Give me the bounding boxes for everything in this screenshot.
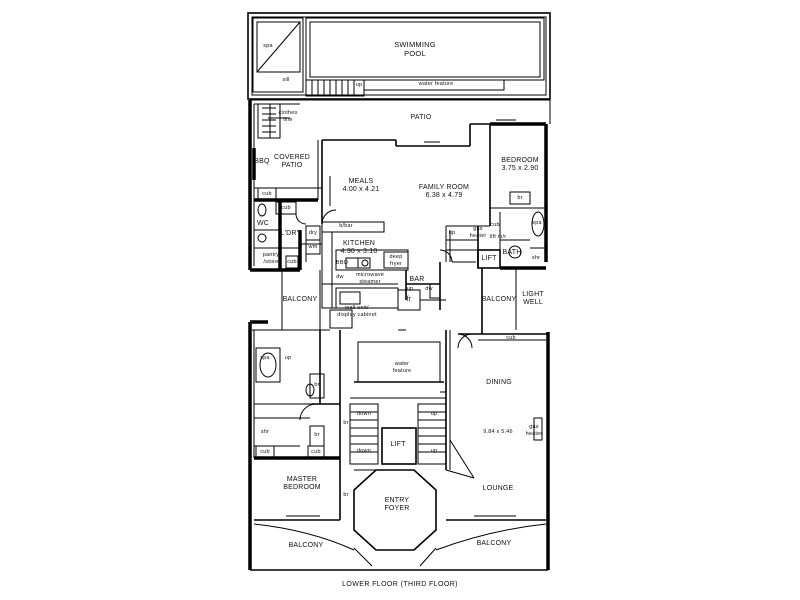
lift-top-label: LIFT bbox=[481, 255, 497, 262]
fr-label: fr bbox=[406, 296, 412, 303]
pool-steps-up-label: up bbox=[355, 82, 363, 88]
clothes-line-label: clothes line bbox=[278, 110, 298, 123]
bbq-patio-label: BBQ bbox=[254, 158, 270, 165]
cub-ensuite2-label: cub bbox=[311, 449, 321, 455]
spa-bath-label: spa bbox=[532, 220, 542, 226]
pool-steps bbox=[305, 79, 365, 97]
shr-ensuite-label: shr bbox=[260, 429, 270, 435]
water-feature-top-label: water feature bbox=[418, 81, 454, 87]
ldry-label: L'DRY bbox=[280, 230, 302, 237]
dw-kitchen-label: dw bbox=[336, 274, 344, 280]
cub-ensuite-label: cub bbox=[260, 449, 270, 455]
lift-mr-label: lift m/r bbox=[489, 234, 507, 240]
lounge-label: LOUNGE bbox=[482, 485, 514, 492]
bedroom-label: BEDROOM 3.75 x 2.90 bbox=[501, 157, 539, 172]
br-hall2-label: br bbox=[343, 492, 349, 498]
entry-foyer-label: ENTRY FOYER bbox=[384, 497, 410, 512]
plan-title: LOWER FLOOR (THIRD FLOOR) bbox=[342, 581, 458, 588]
wall-unit-label: wall unit/ display cabinet bbox=[337, 305, 377, 318]
dining-label: DINING bbox=[486, 379, 512, 386]
bbq-kitchen-label: BBQ bbox=[335, 260, 349, 266]
br-ensuite-label: br bbox=[314, 382, 320, 388]
up-ensuite-label: up bbox=[284, 355, 292, 361]
bar-label: BAR bbox=[409, 276, 425, 283]
dry-label: dry bbox=[308, 230, 318, 236]
water-feature-mid-label: water feature bbox=[392, 361, 412, 374]
kitchen-label: KITCHEN 4.30 x 3.10 bbox=[340, 240, 378, 255]
spa-label: spa bbox=[263, 43, 273, 49]
deep-fryer-label: deep fryer bbox=[389, 254, 403, 267]
cub-left-label: cub bbox=[262, 191, 272, 197]
shr-bath-label: shr bbox=[531, 255, 541, 261]
wm-label: wm bbox=[308, 244, 318, 250]
family-room-label: FAMILY ROOM 6.38 x 4.79 bbox=[418, 184, 470, 199]
down-1-label: down bbox=[357, 411, 371, 417]
balcony-bottom-right-label: BALCONY bbox=[476, 540, 512, 547]
balcony-left-top-label: BALCONY bbox=[282, 296, 318, 303]
bath-label: BATH bbox=[502, 249, 522, 256]
br-bedroom-label: br bbox=[517, 195, 523, 201]
outer-walls bbox=[248, 99, 551, 571]
cub-pantry-label: cub bbox=[287, 259, 297, 265]
dw-bar-label: dw bbox=[425, 286, 433, 292]
gas-heater-dining-label: gas heater bbox=[525, 424, 543, 437]
cub-dining-label: cub bbox=[506, 335, 516, 341]
pantry-store-label: pantry /store bbox=[262, 252, 280, 265]
patio-label: PATIO bbox=[410, 114, 432, 121]
master-bedroom-label: MASTER BEDROOM bbox=[283, 476, 321, 491]
meals-label: MEALS 4.00 x 4.21 bbox=[342, 178, 380, 193]
pool-block bbox=[247, 12, 551, 100]
swimming-pool-label: SWIMMING POOL bbox=[394, 40, 436, 58]
spa-ensuite-label: spa bbox=[260, 355, 270, 361]
br-hall-label: br bbox=[343, 420, 349, 426]
dining-dims-label: 9.84 x 5.46 bbox=[483, 429, 513, 435]
balcony-bottom-left-label: BALCONY bbox=[288, 542, 324, 549]
central-stairs bbox=[349, 391, 447, 465]
light-well-label: LIGHT WELL bbox=[522, 291, 544, 306]
up-mid2-label: up bbox=[430, 448, 438, 454]
mid-strip bbox=[252, 268, 548, 349]
covered-patio-label: COVERED PATIO bbox=[273, 154, 311, 169]
cub-left2-label: cub bbox=[281, 205, 291, 211]
sill-label: sill bbox=[282, 77, 290, 83]
lower-internal bbox=[253, 330, 547, 567]
balcony-right-top-label: BALCONY bbox=[481, 296, 517, 303]
br-ensuite2-label: br bbox=[314, 432, 320, 438]
up-bar-label: up bbox=[406, 286, 414, 292]
microwave-steamer-label: microwave steamer bbox=[355, 272, 385, 285]
bbar-label: b/bar bbox=[339, 223, 353, 229]
cub-lift-label: cub bbox=[490, 222, 500, 228]
upper-internal bbox=[252, 103, 546, 311]
window-marks bbox=[268, 117, 524, 521]
lift-mid-label: LIFT bbox=[390, 441, 406, 448]
wc-label: WC bbox=[256, 220, 270, 227]
gas-heater-top-label: gas heater bbox=[469, 226, 487, 239]
down-2-label: down bbox=[357, 448, 371, 454]
up-mid-label: up bbox=[430, 411, 438, 417]
up-stairs-top-label: up bbox=[448, 230, 456, 236]
